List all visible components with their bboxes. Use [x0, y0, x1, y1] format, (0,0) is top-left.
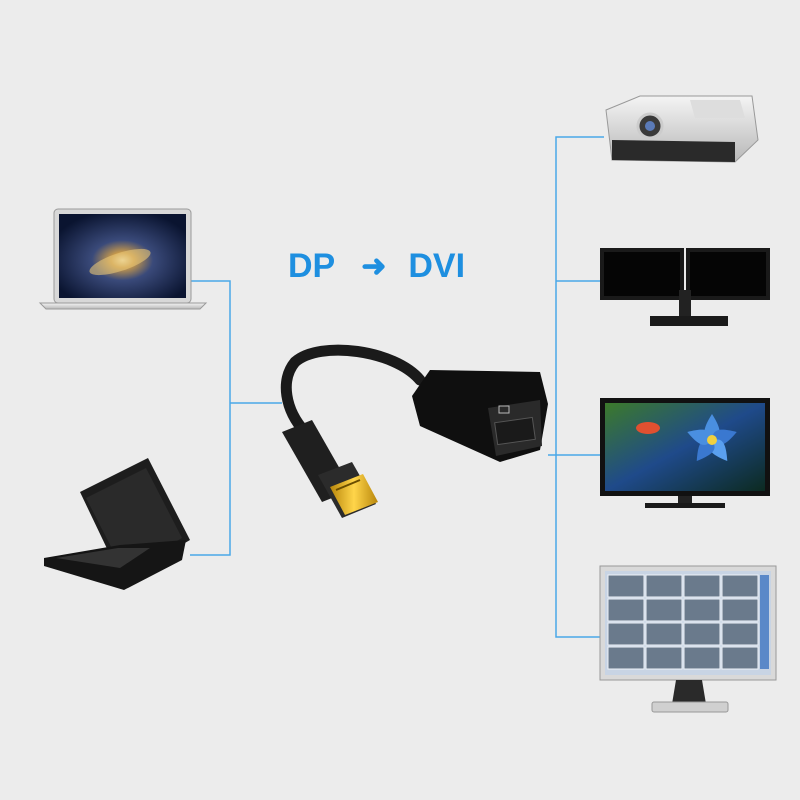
laptop-icon [38, 208, 208, 310]
target-label: DVI [408, 246, 466, 285]
right-connector-line [548, 136, 604, 638]
right-arrow-icon: ➜ [361, 249, 387, 283]
left-connector-line [190, 280, 282, 556]
diagram-title: DP ➜ DVI [288, 244, 465, 288]
tv-icon [600, 398, 770, 508]
monitor-icon [599, 565, 777, 713]
projector-icon [605, 95, 759, 163]
convertible-laptop-icon [44, 458, 190, 590]
dp-to-dvi-adapter-icon [280, 344, 548, 518]
source-label: DP [288, 246, 336, 285]
dual-monitor-icon [600, 248, 770, 326]
connector-lines [190, 136, 604, 638]
